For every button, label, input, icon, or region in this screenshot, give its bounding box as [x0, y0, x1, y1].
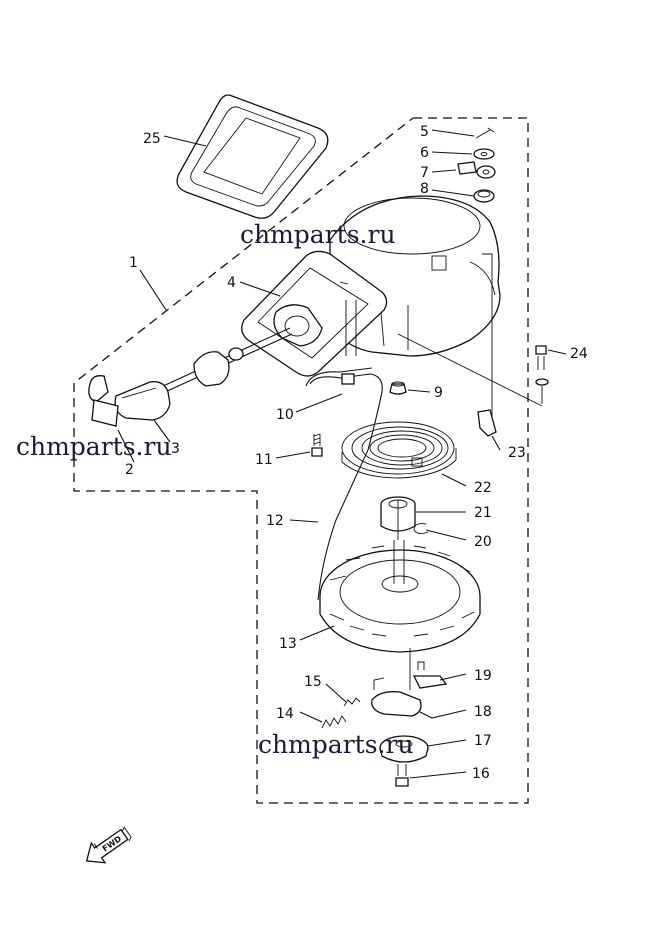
callout-17: 17: [474, 733, 492, 749]
part-22-recoil-spring: [341, 421, 457, 479]
part-6-washer: [473, 148, 495, 160]
callout-22: 22: [474, 480, 492, 496]
part-12-lockout-cable: [305, 367, 383, 601]
part-5-pin: [475, 127, 495, 139]
part-14-spring: [321, 715, 347, 729]
callout-15: 15: [304, 674, 322, 690]
assembly-boundary: [73, 117, 529, 804]
callout-13: 13: [279, 636, 297, 652]
callout-19: 19: [474, 668, 492, 684]
part-8-collar: [473, 189, 495, 203]
callout-18: 18: [474, 704, 492, 720]
callout-14: 14: [276, 706, 294, 722]
part-23-bracket: [477, 409, 497, 437]
callout-7: 7: [420, 165, 429, 181]
callout-11: 11: [255, 452, 273, 468]
part-20-clip: [413, 523, 429, 535]
part-3-starter-handle: [114, 381, 171, 421]
watermark-bottom: chmparts.ru: [258, 730, 414, 759]
part-9-collar: [389, 381, 407, 395]
callout-12: 12: [266, 513, 284, 529]
callout-24: 24: [570, 346, 588, 362]
assembly-guide-lines: [397, 333, 543, 690]
callout-9: 9: [434, 385, 443, 401]
part-15-spring: [343, 697, 361, 707]
callout-25: 25: [143, 131, 161, 147]
part-25-cushion: [176, 94, 329, 219]
callout-16: 16: [472, 766, 490, 782]
callout-20: 20: [474, 534, 492, 550]
part-13-drum: [319, 540, 481, 653]
part-24-bolt: [535, 345, 549, 404]
callout-5: 5: [420, 124, 429, 140]
part-2-bracket: [88, 375, 119, 427]
part-19-pawl: [412, 661, 448, 689]
callout-6: 6: [420, 145, 429, 161]
callout-8: 8: [420, 181, 429, 197]
part-17-cover: [379, 735, 429, 763]
part-11-screw: [311, 433, 323, 457]
part-16-bolt: [395, 764, 409, 787]
callout-2: 2: [125, 462, 134, 478]
part-7-nut: [457, 161, 496, 179]
callout-4: 4: [227, 275, 236, 291]
part-18-arm: [373, 677, 385, 690]
callout-1: 1: [129, 255, 138, 271]
callout-3: 3: [171, 441, 180, 457]
callout-23: 23: [508, 445, 526, 461]
watermark-left: chmparts.ru: [16, 432, 172, 461]
starter-rope: [149, 327, 293, 399]
part-18-friction-plate: [371, 691, 422, 717]
part-4-rope-guide: [241, 250, 388, 377]
watermark-top: chmparts.ru: [240, 220, 396, 249]
leader-lines: [117, 129, 567, 779]
callout-10: 10: [276, 407, 294, 423]
fwd-arrow-icon: FWD: [85, 826, 132, 864]
callout-21: 21: [474, 505, 492, 521]
